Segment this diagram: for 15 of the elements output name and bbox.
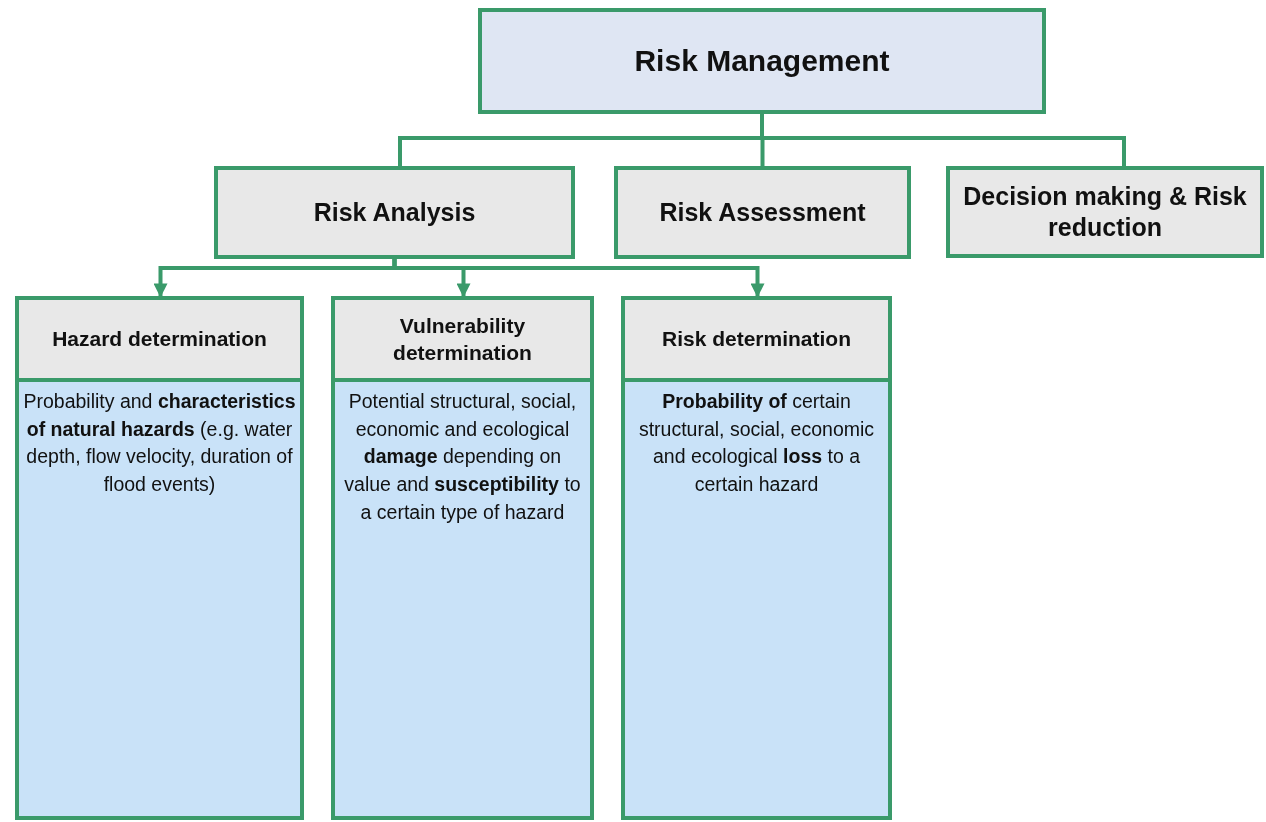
- connector-line: [760, 114, 1126, 166]
- description-text: Potential structural, social, economic and ecological damage depending on value and susceptibility to a certain type of hazard: [343, 389, 582, 525]
- column-box: [331, 296, 594, 820]
- arrow: [392, 259, 765, 298]
- description-text: Probability of certain structural, social, economic and ecological loss to a certain hazard: [637, 389, 876, 498]
- process-box: Risk Analysis: [214, 166, 575, 259]
- column-heading: Hazard determination: [19, 300, 300, 382]
- process-box: Risk Management: [478, 8, 1046, 114]
- column-box: [15, 296, 304, 820]
- description-text: Probability and characteristics of natural hazards (e.g. water depth, flow velocity, duration of flood events): [22, 389, 297, 498]
- column-heading: Risk determination: [625, 300, 888, 382]
- column-box: [621, 296, 892, 820]
- process-box: Risk Assessment: [614, 166, 911, 259]
- process-box: Decision making & Risk reduction: [946, 166, 1264, 258]
- column-heading: Vulnerability determination: [335, 300, 590, 382]
